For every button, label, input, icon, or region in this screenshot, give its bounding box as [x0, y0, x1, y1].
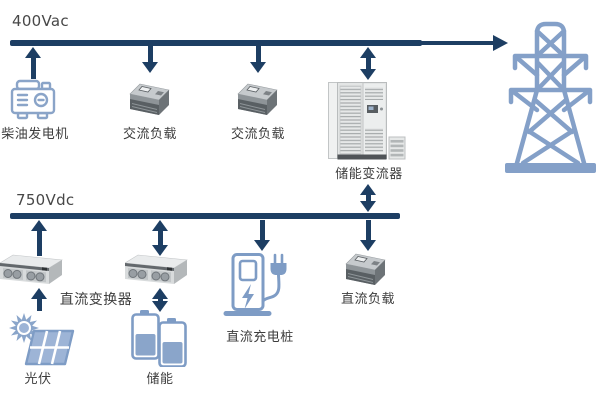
storage-converter-label: 储能变流器 [335, 167, 403, 182]
acbus-to-acload1-arrow [142, 46, 158, 73]
dc-charger-label: 直流充电桩 [226, 330, 294, 345]
storage-converter-dcbus-arrow [360, 184, 376, 212]
power-grid-tower-icon [505, 21, 596, 173]
dc-load-icon [345, 253, 386, 285]
battery-storage-icon [131, 310, 187, 367]
acbus-storage-converter-arrow [360, 47, 376, 80]
diesel-generator-icon [10, 79, 56, 120]
diesel-generator-label: 柴油发电机 [1, 127, 69, 142]
dc-load-label: 直流负载 [340, 292, 395, 307]
pv-to-dcconverter1-arrow [31, 288, 47, 311]
battery-storage-label: 储能 [146, 372, 174, 387]
battery-dcconverter2-arrow [152, 288, 168, 312]
ac-load-2-label: 交流负载 [230, 127, 285, 142]
dc-converter-1-icon [0, 254, 63, 284]
grid-connection-arrow [420, 35, 508, 51]
dc-charger-icon [223, 253, 287, 316]
dcconverter2-dcbus-arrow [152, 220, 168, 256]
generator-to-acbus-arrow [25, 47, 41, 79]
storage-converter-icon [328, 82, 406, 160]
ac-bus-line [10, 40, 422, 46]
ac-load-1-icon [129, 83, 170, 115]
dc-bus-line [10, 213, 400, 219]
dcbus-to-dcload-arrow [360, 220, 376, 251]
dc-converter-2-icon [125, 254, 188, 284]
dcbus-to-charger-arrow [254, 220, 270, 251]
acbus-to-acload2-arrow [250, 46, 266, 73]
ac-load-1-label: 交流负载 [122, 127, 177, 142]
dc-converter-label: 直流变换器 [59, 292, 133, 308]
ac-load-2-icon [237, 83, 278, 115]
dcconverter1-to-dcbus-arrow [31, 220, 47, 256]
dc-bus-label: 750Vdc [16, 191, 75, 209]
ac-bus-label: 400Vac [12, 12, 69, 30]
pv-solar-icon [9, 313, 75, 366]
pv-label: 光伏 [24, 372, 52, 387]
